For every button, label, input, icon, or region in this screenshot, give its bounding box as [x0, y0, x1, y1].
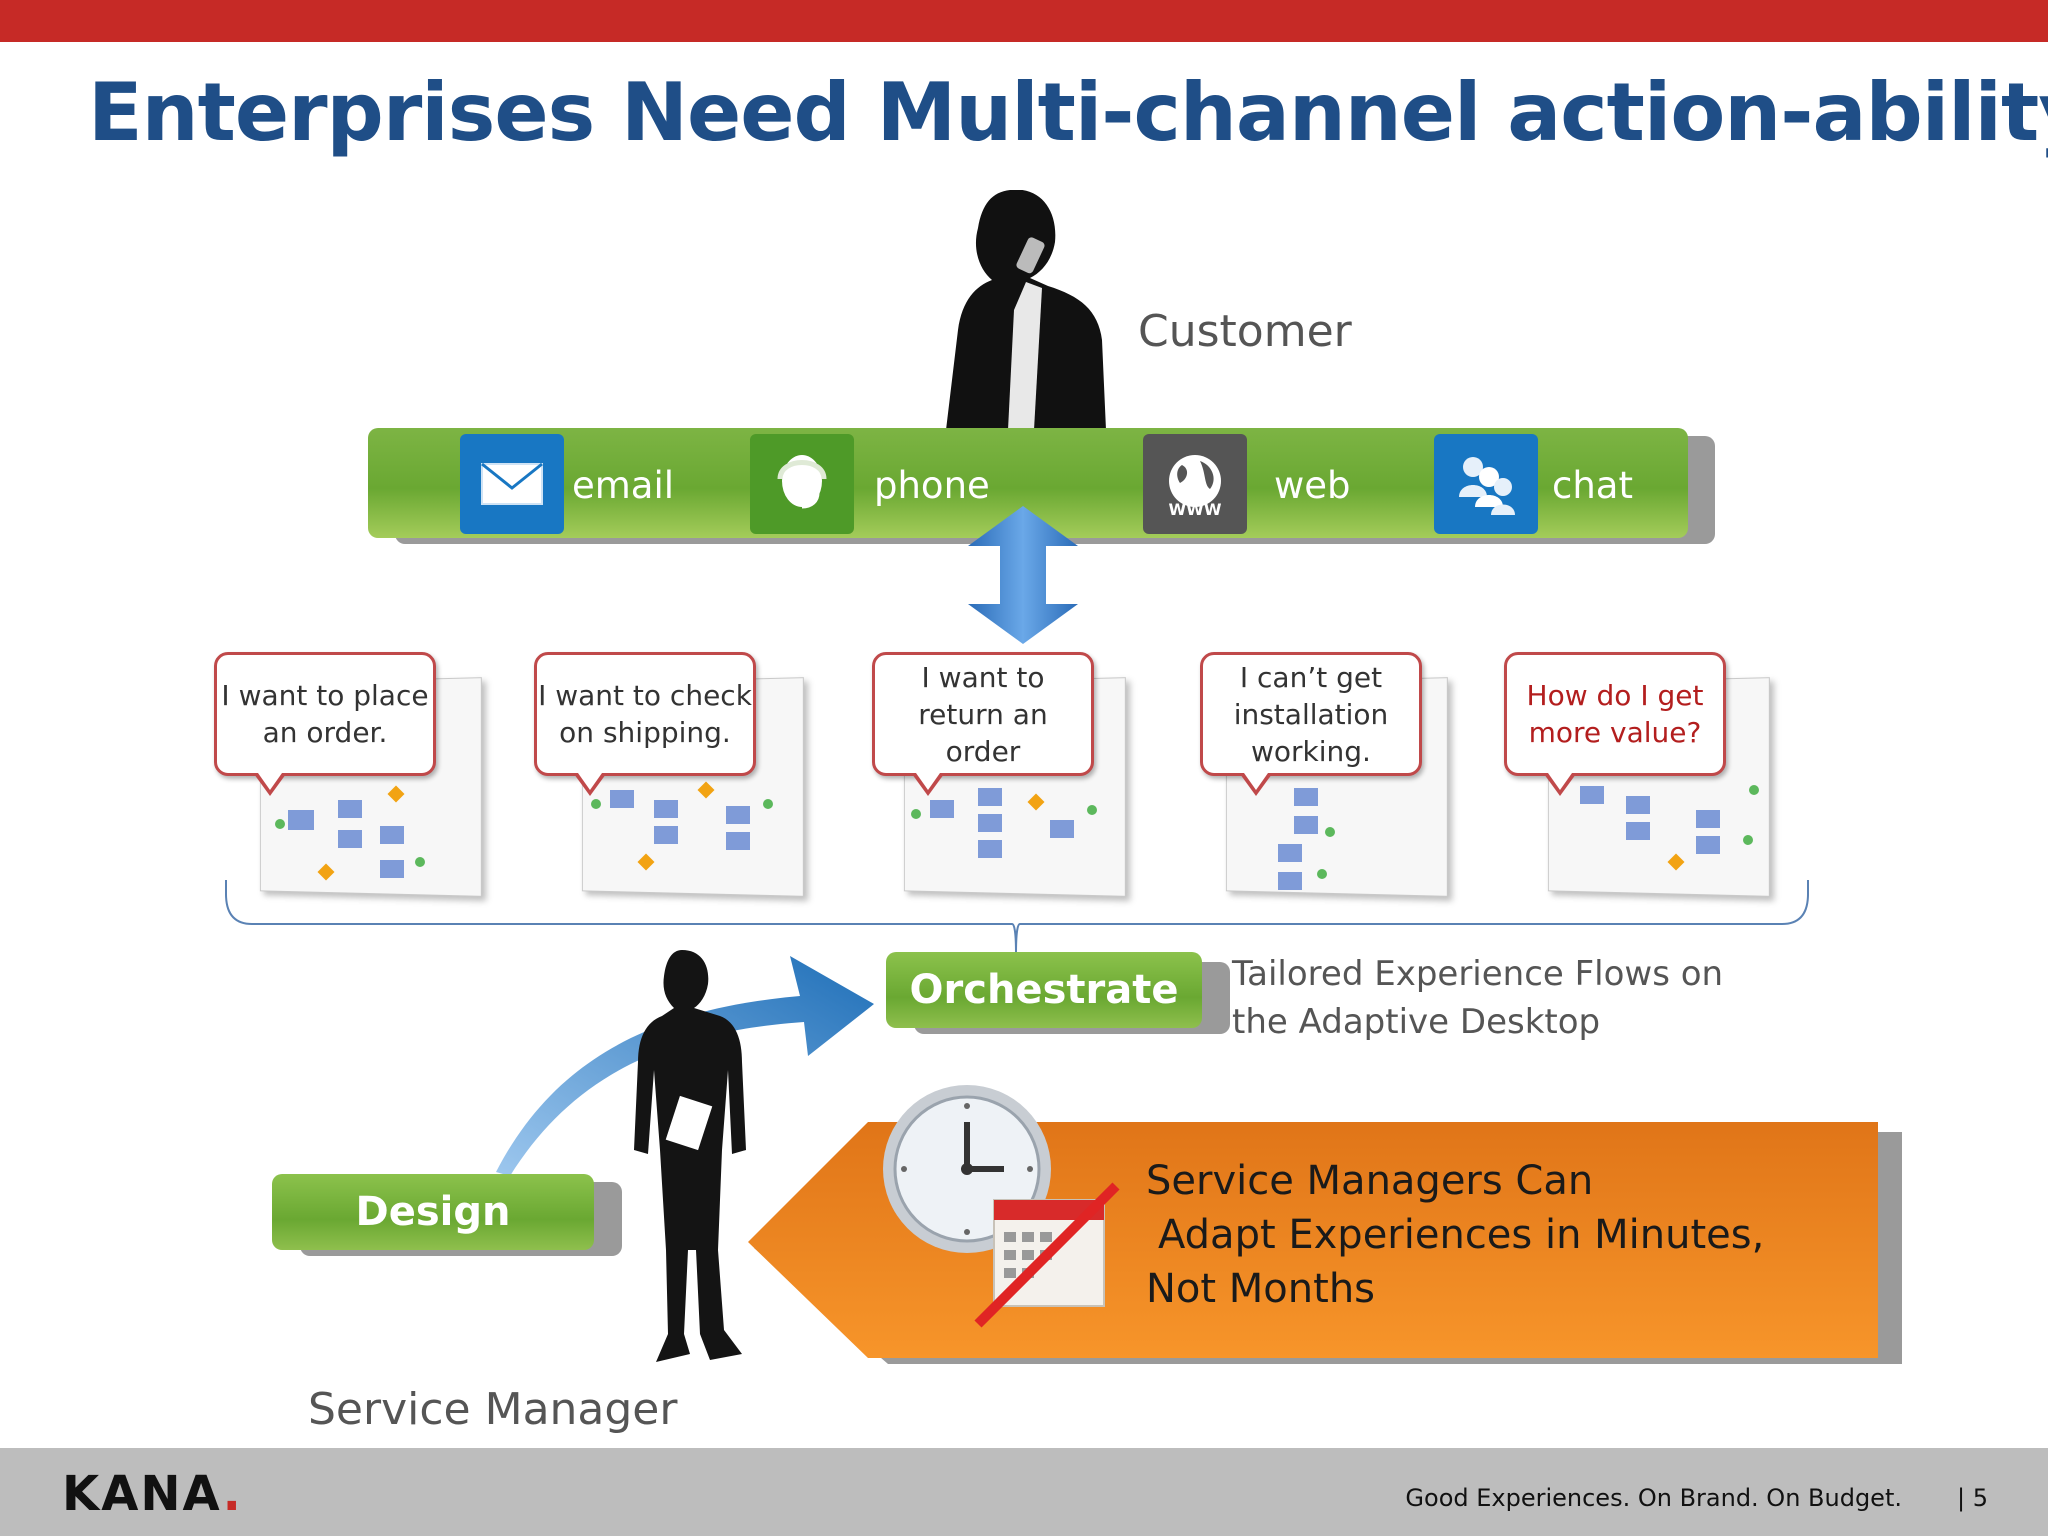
intent-text-line: How do I get	[1526, 679, 1704, 712]
channel-web[interactable]: WWW	[1143, 434, 1247, 534]
channel-label-web: web	[1274, 464, 1351, 507]
orchestrate-label: Orchestrate	[909, 967, 1179, 1013]
design-label: Design	[355, 1189, 511, 1235]
design-button[interactable]: Design	[272, 1174, 594, 1250]
channel-chat[interactable]	[1434, 434, 1538, 534]
orchestrate-desc-line: the Adaptive Desktop	[1232, 1002, 1601, 1042]
intent-bubble: I want to check on shipping.	[534, 652, 756, 776]
banner-message: Service Managers Can Adapt Experiences i…	[1146, 1154, 1786, 1316]
headset-icon	[777, 455, 827, 509]
intent-text-line: order	[945, 734, 1021, 768]
top-accent-bar	[0, 0, 2048, 42]
intent-text-line: I want to	[921, 660, 1045, 694]
curved-arrow-icon	[496, 956, 874, 1176]
channel-label-chat: chat	[1552, 464, 1633, 507]
logo-text: KANA	[62, 1466, 223, 1522]
intent-text-line: on shipping.	[559, 716, 731, 749]
intent-text-line: I want to check	[538, 679, 752, 712]
orchestrate-description: Tailored Experience Flows on the Adaptiv…	[1232, 950, 1723, 1046]
bubble-tail-inner	[1548, 773, 1572, 790]
intent-text-line: I can’t get	[1239, 660, 1383, 694]
intent-text-line: working.	[1251, 734, 1371, 768]
customer-silhouette	[946, 190, 1106, 430]
bubble-tail-inner	[578, 773, 602, 790]
grouping-bracket	[225, 880, 1809, 954]
channel-label-phone: phone	[874, 464, 990, 507]
footer-bar	[0, 1448, 2048, 1536]
service-manager-label: Service Manager	[308, 1384, 678, 1435]
customer-label: Customer	[1138, 306, 1352, 357]
footer-tagline: Good Experiences. On Brand. On Budget.	[1405, 1484, 1902, 1512]
orchestrate-button[interactable]: Orchestrate	[886, 952, 1202, 1028]
calendar-icon	[974, 1182, 1120, 1328]
kana-logo: KANA.	[62, 1466, 243, 1522]
envelope-icon	[481, 462, 543, 505]
banner-line: Service Managers Can	[1146, 1158, 1594, 1204]
intent-bubble: I want to place an order.	[214, 652, 436, 776]
bubble-tail-inner	[916, 773, 940, 790]
intent-text-line: installation	[1233, 697, 1389, 731]
banner-line: Adapt Experiences in Minutes,	[1158, 1212, 1765, 1258]
svg-text:WWW: WWW	[1169, 500, 1222, 519]
bubble-tail-inner	[258, 773, 282, 790]
logo-dot: .	[222, 1466, 243, 1522]
double-arrow-icon	[968, 506, 1078, 644]
banner-line: Not Months	[1146, 1266, 1376, 1312]
intent-text-line: more value?	[1528, 716, 1702, 749]
channel-phone[interactable]	[750, 434, 854, 534]
channel-email[interactable]	[460, 434, 564, 534]
bubble-tail-inner	[1244, 773, 1268, 790]
intent-text-line: I want to place	[221, 679, 429, 712]
channel-label-email: email	[572, 464, 675, 507]
intent-text-line: an order.	[262, 716, 388, 749]
service-manager-silhouette	[634, 950, 746, 1362]
people-icon	[1459, 457, 1515, 515]
intent-bubble: How do I get more value?	[1504, 652, 1726, 776]
page-title: Enterprises Need Multi-channel action-ab…	[88, 66, 2048, 159]
orchestrate-desc-line: Tailored Experience Flows on	[1232, 954, 1724, 994]
page-number: | 5	[1957, 1484, 1988, 1512]
globe-www-icon: WWW	[1169, 455, 1222, 519]
intent-text-line: return an	[918, 697, 1048, 731]
flowchart-doodles	[275, 781, 1759, 890]
